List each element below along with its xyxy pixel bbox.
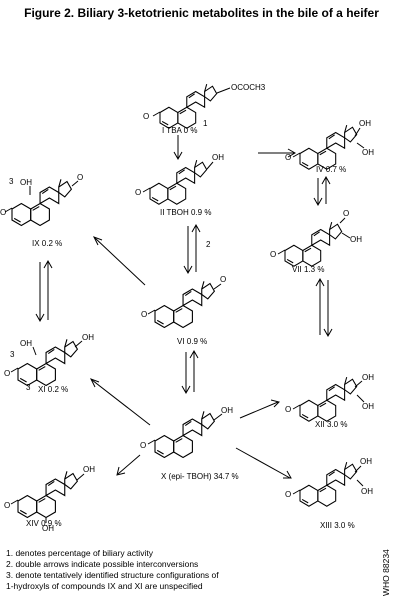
figure-title: Figure 2. Biliary 3-ketotrienic metaboli… bbox=[24, 6, 379, 20]
compound-xi-structure: O OH 3 OH 3 XI 0.2 % bbox=[4, 333, 94, 394]
compound-ii-structure: O OH II TBOH 0.9 % bbox=[135, 153, 224, 217]
svg-text:O: O bbox=[220, 275, 226, 284]
compound-xiv-substituent: OH bbox=[83, 465, 95, 474]
footnote-3: 3. denote tentatively identified structu… bbox=[6, 570, 219, 580]
svg-text:OH: OH bbox=[359, 119, 371, 128]
who-reference-number: WHO 88234 bbox=[381, 549, 391, 596]
svg-text:3: 3 bbox=[10, 350, 15, 359]
compound-i-note-marker: 1 bbox=[203, 119, 208, 128]
svg-text:O: O bbox=[135, 188, 141, 197]
compound-x-label: X (epi- TBOH) 34.7 % bbox=[161, 472, 239, 481]
compound-xiv-structure: O OH OH XIV 0.9 % bbox=[4, 465, 95, 533]
compound-xiii-substituent: OH bbox=[361, 487, 373, 496]
interconversion-marker: 2 bbox=[206, 240, 211, 249]
svg-text:OH: OH bbox=[360, 457, 372, 466]
compound-iv-label: IV 0.7 % bbox=[316, 165, 346, 174]
svg-text:O: O bbox=[285, 153, 291, 162]
footnote-1: 1. denotes percentage of biliary activit… bbox=[6, 548, 153, 558]
compound-ii-label: II TBOH 0.9 % bbox=[160, 208, 211, 217]
compound-xiv-label: XIV 0.9 % bbox=[26, 519, 62, 528]
compound-xi-substituent: OH bbox=[20, 339, 32, 348]
compound-x-structure: O OH X (epi- TBOH) 34.7 % bbox=[140, 406, 239, 481]
compound-xiii-structure: O OH OH XIII 3.0 % bbox=[285, 457, 373, 530]
compound-i-label: I TBA 0 % bbox=[162, 126, 197, 135]
compound-vii-structure: O O OH VII 1.3 % bbox=[270, 209, 362, 274]
svg-text:O: O bbox=[0, 208, 6, 217]
footnote-4: 1-hydroxyls of compounds IX and XI are u… bbox=[6, 581, 203, 591]
svg-text:O: O bbox=[140, 441, 146, 450]
compound-ix-structure: O OH 3 O IX 0.2 % bbox=[0, 173, 83, 248]
compound-i-structure: O OCOCH3 I TBA 0 % 1 bbox=[143, 83, 266, 135]
svg-text:O: O bbox=[343, 209, 349, 218]
compound-xii-label: XII 3.0 % bbox=[315, 420, 347, 429]
svg-text:OH: OH bbox=[82, 333, 94, 342]
compound-xi-label: XI 0.2 % bbox=[38, 385, 68, 394]
compound-iv-substituent: OH bbox=[362, 148, 374, 157]
compound-xii-substituent: OH bbox=[362, 402, 374, 411]
svg-text:OH: OH bbox=[42, 524, 54, 533]
compound-x-substituent: OH bbox=[221, 406, 233, 415]
svg-text:O: O bbox=[4, 369, 10, 378]
compound-vii-label: VII 1.3 % bbox=[292, 265, 324, 274]
footnote-2: 2. double arrows indicate possible inter… bbox=[6, 559, 199, 569]
compound-xii-structure: O OH OH XII 3.0 % bbox=[285, 373, 374, 429]
compound-ii-substituent: OH bbox=[212, 153, 224, 162]
svg-text:O: O bbox=[4, 501, 10, 510]
compound-i-oxo-label: O bbox=[143, 112, 149, 121]
svg-text:O: O bbox=[77, 173, 83, 182]
svg-text:O: O bbox=[285, 490, 291, 499]
compound-ix-note-marker: 3 bbox=[9, 177, 14, 186]
svg-text:O: O bbox=[285, 405, 291, 414]
compound-xi-note-marker: 3 bbox=[26, 383, 31, 392]
svg-text:OH: OH bbox=[362, 373, 374, 382]
compound-ix-substituent: OH bbox=[20, 178, 32, 187]
svg-text:O: O bbox=[270, 250, 276, 259]
compound-iv-structure: O OH OH IV 0.7 % bbox=[285, 119, 374, 174]
svg-text:O: O bbox=[141, 310, 147, 319]
compound-vi-label: VI 0.9 % bbox=[177, 337, 207, 346]
compound-i-substituent: OCOCH3 bbox=[231, 83, 266, 92]
reaction-arrows bbox=[35, 135, 333, 479]
compound-vii-substituent: OH bbox=[350, 235, 362, 244]
footnotes: 1. denotes percentage of biliary activit… bbox=[0, 548, 403, 600]
compound-ix-label: IX 0.2 % bbox=[32, 239, 62, 248]
compound-vi-structure: O O VI 0.9 % bbox=[141, 275, 226, 346]
compound-xiii-label: XIII 3.0 % bbox=[320, 521, 355, 530]
